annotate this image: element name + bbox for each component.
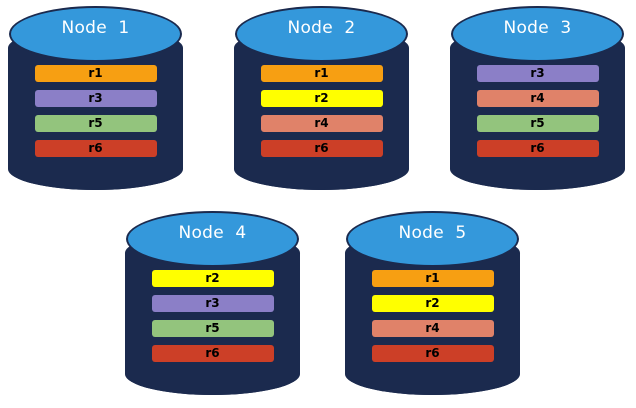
node-2[interactable]: Node 2 r1 r2 r4 r6 [234, 5, 409, 190]
replica-bar[interactable]: r6 [151, 345, 274, 362]
node-4-replica-list: r2 r3 r5 r6 [125, 270, 300, 362]
node-2-cylinder-top [235, 6, 408, 62]
node-5-replica-list: r1 r2 r4 r6 [345, 270, 520, 362]
replica-bar[interactable]: r1 [34, 65, 157, 82]
replica-bar[interactable]: r3 [151, 295, 274, 312]
replica-bar[interactable]: r1 [260, 65, 383, 82]
node-4-cylinder-top [126, 211, 299, 267]
replica-bar[interactable]: r6 [476, 140, 599, 157]
node-4[interactable]: Node 4 r2 r3 r5 r6 [125, 210, 300, 395]
replica-bar[interactable]: r5 [151, 320, 274, 337]
node-4-label: Node 4 [178, 223, 247, 243]
node-5-label: Node 5 [398, 223, 467, 243]
node-3-replica-list: r3 r4 r5 r6 [450, 65, 625, 157]
node-3[interactable]: Node 3 r3 r4 r5 r6 [450, 5, 625, 190]
replica-bar[interactable]: r6 [371, 345, 494, 362]
replica-bar[interactable]: r6 [260, 140, 383, 157]
replica-bar[interactable]: r5 [34, 115, 157, 132]
node-3-label: Node 3 [503, 18, 572, 38]
node-5[interactable]: Node 5 r1 r2 r4 r6 [345, 210, 520, 395]
replica-bar[interactable]: r1 [371, 270, 494, 287]
replica-bar[interactable]: r2 [151, 270, 274, 287]
replica-bar[interactable]: r4 [476, 90, 599, 107]
replica-bar[interactable]: r3 [34, 90, 157, 107]
node-3-cylinder-top [451, 6, 624, 62]
node-1-label: Node 1 [61, 18, 130, 38]
replica-bar[interactable]: r4 [260, 115, 383, 132]
replica-bar[interactable]: r3 [476, 65, 599, 82]
replica-bar[interactable]: r4 [371, 320, 494, 337]
node-1-replica-list: r1 r3 r5 r6 [8, 65, 183, 157]
replica-bar[interactable]: r2 [260, 90, 383, 107]
node-2-label: Node 2 [287, 18, 356, 38]
node-5-cylinder-top [346, 211, 519, 267]
replica-bar[interactable]: r6 [34, 140, 157, 157]
node-2-replica-list: r1 r2 r4 r6 [234, 65, 409, 157]
replica-bar[interactable]: r2 [371, 295, 494, 312]
replica-bar[interactable]: r5 [476, 115, 599, 132]
node-1-cylinder-top [9, 6, 182, 62]
node-1[interactable]: Node 1 r1 r3 r5 r6 [8, 5, 183, 190]
